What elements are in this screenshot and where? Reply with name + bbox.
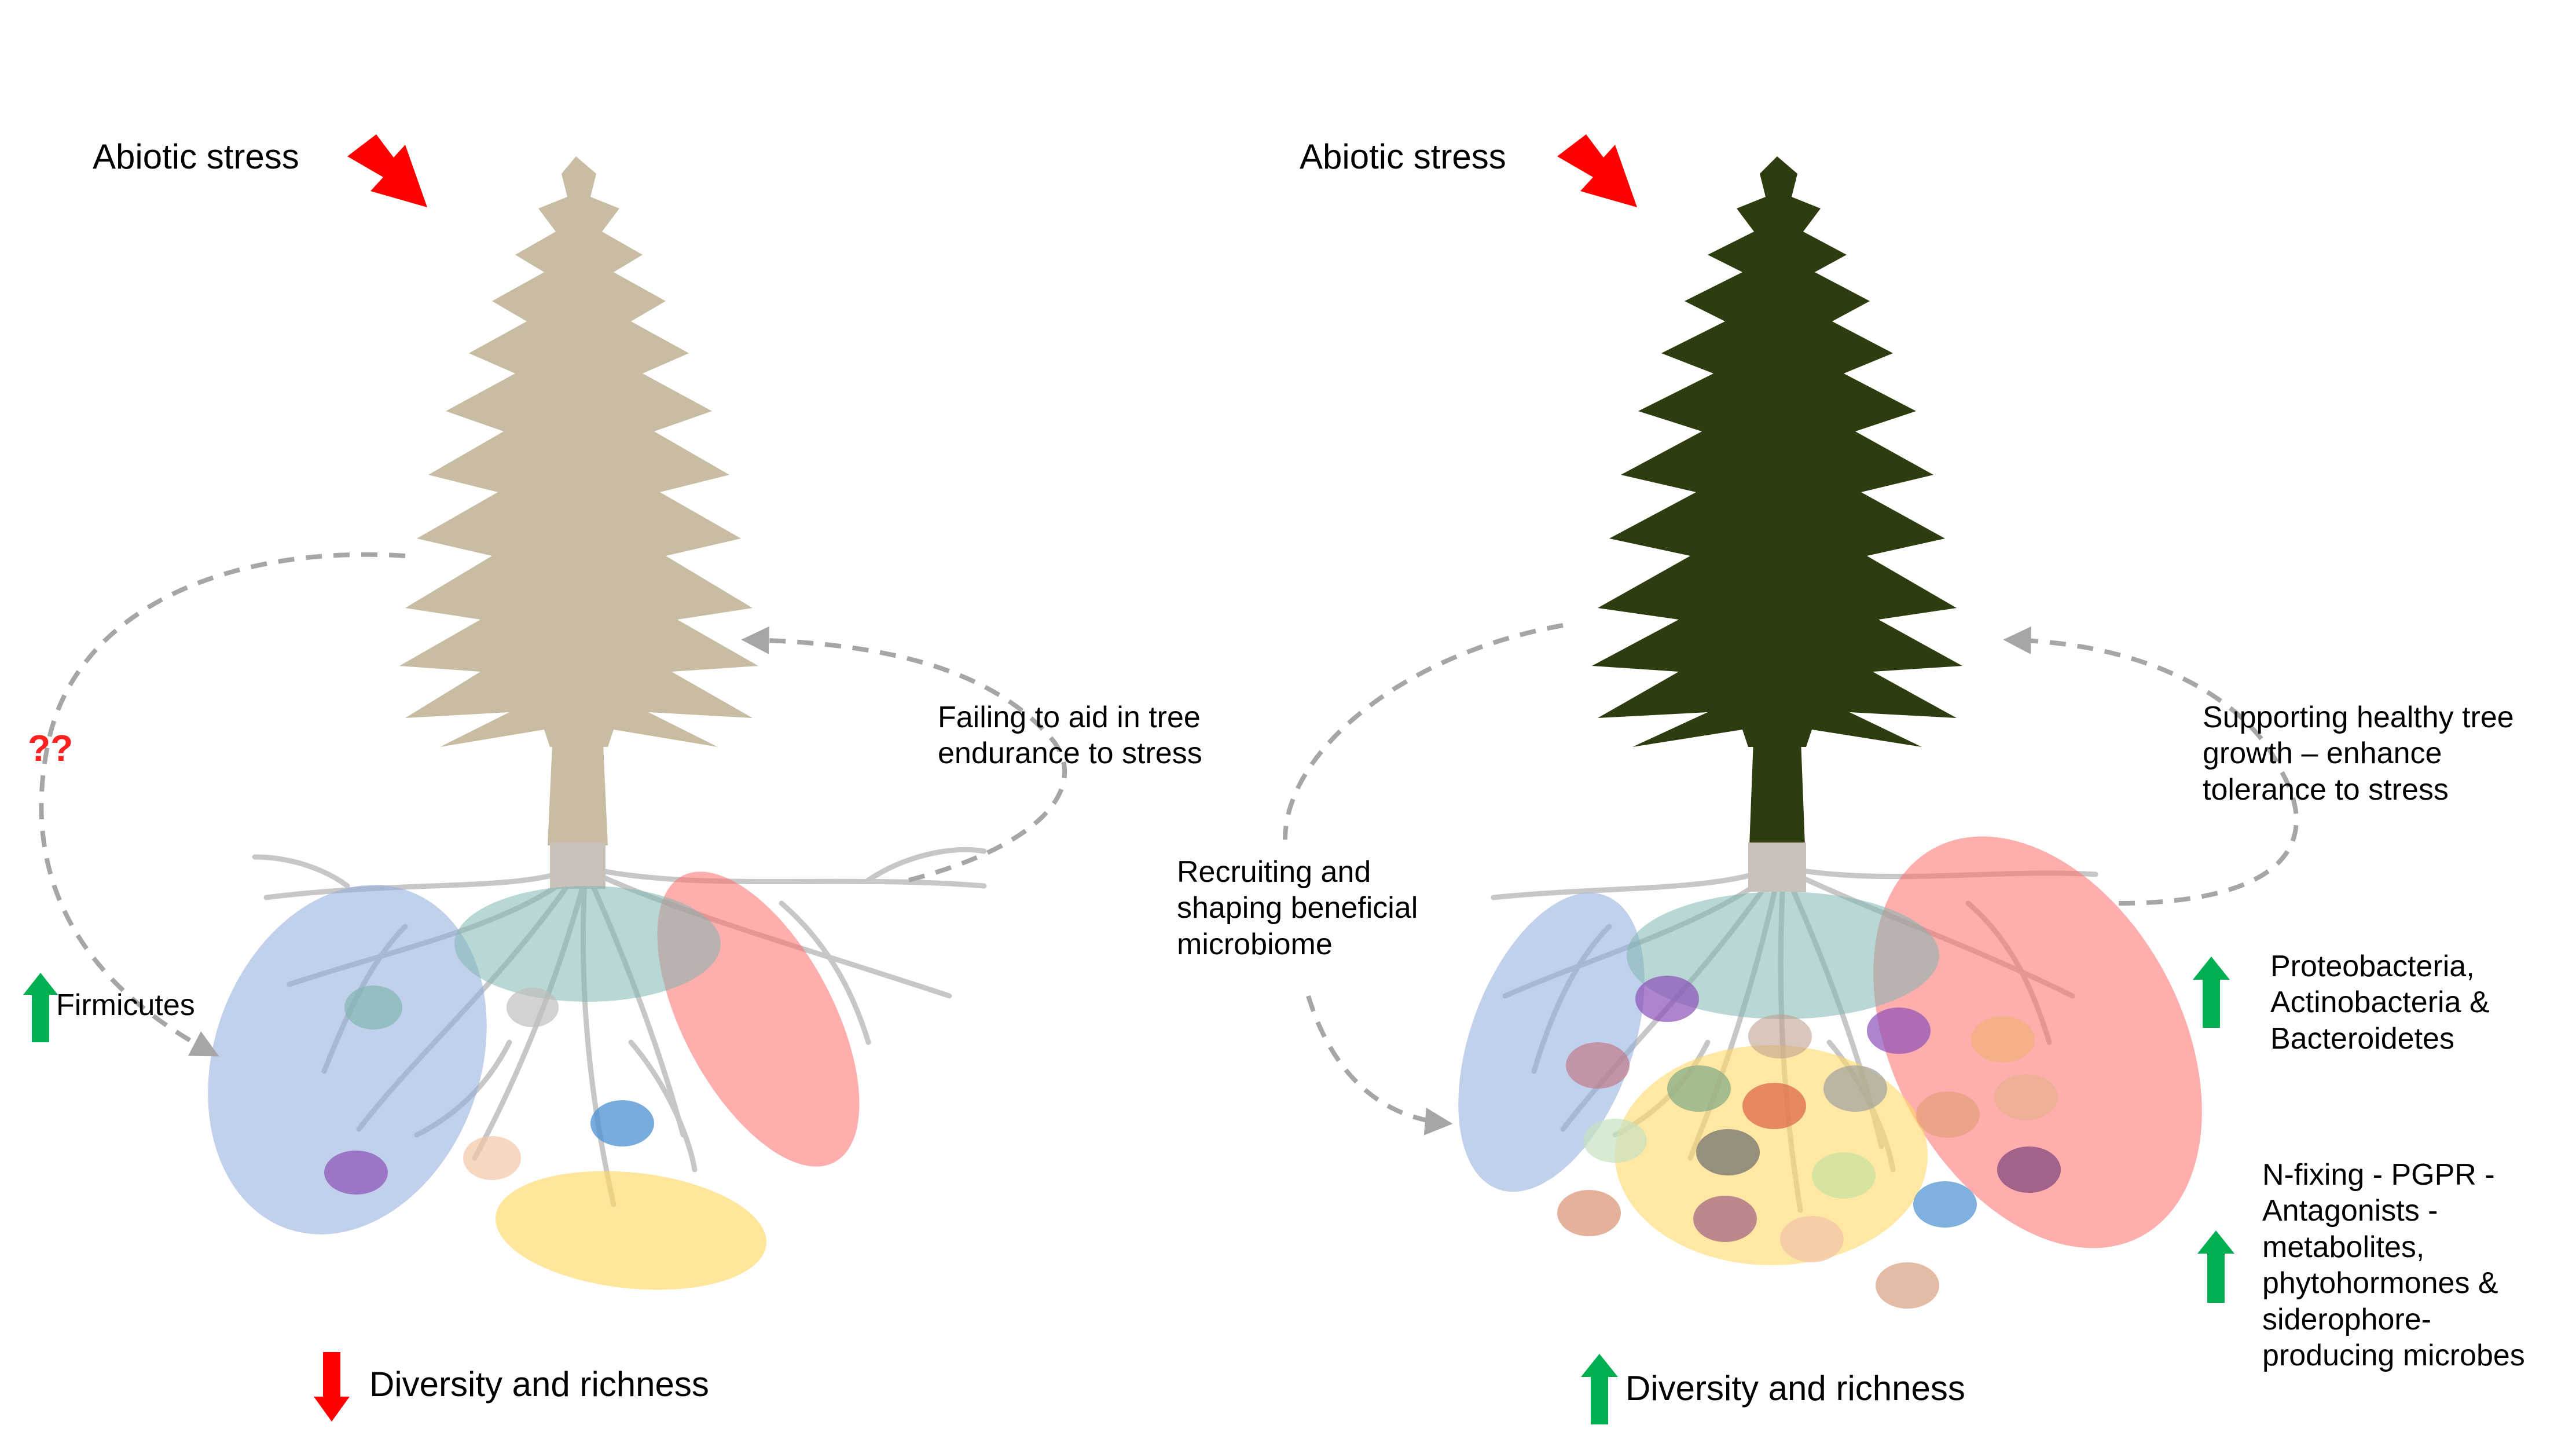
right-microbe-dot: [1971, 1016, 2035, 1063]
right-microbe-dot: [1693, 1196, 1757, 1242]
right-microbe-dot: [1780, 1216, 1844, 1262]
right-increase-label-1-line: Actinobacteria &: [2270, 986, 2490, 1020]
right-recruit-label: Recruiting and shaping beneficial microb…: [1177, 854, 1418, 962]
right-root-collar: [1748, 842, 1806, 892]
left-microbe-dot: [344, 986, 402, 1030]
right-dashed-arrow-feedback: [2003, 626, 2299, 906]
left-microbe-dot: [463, 1136, 521, 1180]
left-tree-crown: [399, 156, 758, 747]
left-root-collar: [550, 842, 606, 889]
right-increase-label-2-line: Antagonists -: [2262, 1194, 2438, 1228]
left-feedback-label-line: Failing to aid in tree: [938, 701, 1201, 734]
left-microbe-dot: [324, 1151, 388, 1195]
right-microbe-dot: [1667, 1065, 1731, 1112]
right-increase-label-2-line: phytohormones &: [2262, 1266, 2498, 1301]
right-feedback-label-line: tolerance to stress: [2203, 772, 2449, 807]
right-microbe-dot: [1557, 1190, 1621, 1236]
right-increase-arrow-2: [2197, 1230, 2234, 1303]
right-cluster-blue: [1458, 892, 1645, 1192]
right-microbe-dot: [1748, 1014, 1812, 1058]
right-microbe-dot: [1812, 1152, 1876, 1199]
left-feedback-label-line: endurance to stress: [938, 737, 1202, 771]
left-question-marks: ??: [28, 727, 74, 769]
left-panel: [23, 134, 1067, 1422]
left-dashed-arrow-outer: [39, 552, 406, 1057]
left-cluster-teal: [454, 886, 721, 1002]
left-dashed-arrow-feedback: [741, 626, 1067, 882]
left-microbe-clusters: [208, 871, 860, 1290]
right-recruit-label-line: Recruiting and: [1177, 855, 1371, 889]
right-panel: [1283, 134, 2299, 1424]
right-feedback-label: Supporting healthy tree growth – enhance…: [2203, 699, 2514, 808]
right-increase-arrow-1: [2193, 957, 2230, 1028]
right-recruit-label-line: shaping beneficial: [1177, 891, 1418, 925]
right-cluster-teal: [1627, 892, 1939, 1019]
left-bottom-label: Diversity and richness: [369, 1365, 709, 1404]
right-microbe-dot: [1823, 1065, 1887, 1112]
right-tree-crown: [1592, 156, 1962, 747]
right-increase-label-2-line: N-fixing - PGPR -: [2262, 1158, 2495, 1192]
right-dashed-arrow-recruit: [1283, 623, 1564, 840]
right-increase-label-2: N-fixing - PGPR - Antagonists - metaboli…: [2262, 1157, 2525, 1373]
right-increase-label-2-line: producing microbes: [2262, 1338, 2525, 1372]
right-microbe-dot: [1742, 1083, 1806, 1129]
left-cluster-yellow: [496, 1171, 766, 1290]
right-microbe-dot: [1696, 1129, 1760, 1175]
right-cluster-red: [1873, 836, 2202, 1248]
right-microbe-dot: [1997, 1146, 2061, 1193]
left-feedback-label: Failing to aid in tree endurance to stre…: [938, 699, 1202, 772]
right-microbe-dot: [1913, 1181, 1977, 1228]
left-decrease-arrow: [314, 1352, 350, 1422]
right-feedback-label-line: growth – enhance: [2203, 737, 2442, 771]
left-stress-arrow: [347, 134, 427, 207]
right-increase-label-1: Proteobacteria, Actinobacteria & Bactero…: [2270, 948, 2490, 1057]
left-microbe-dot: [590, 1100, 654, 1146]
right-microbe-dot: [1566, 1042, 1630, 1089]
right-increase-arrow-diversity: [1581, 1354, 1618, 1424]
right-microbe-dot: [1916, 1091, 1980, 1138]
right-bottom-label: Diversity and richness: [1625, 1369, 1965, 1408]
right-microbe-dot: [1583, 1119, 1647, 1163]
right-stress-label: Abiotic stress: [1300, 137, 1506, 176]
right-recruit-label-line: microbiome: [1177, 927, 1333, 961]
right-feedback-label-line: Supporting healthy tree: [2203, 701, 2514, 734]
right-increase-label-1-line: Bacteroidetes: [2270, 1021, 2454, 1056]
right-microbe-dot: [1635, 976, 1699, 1022]
right-microbe-dot: [1994, 1074, 2058, 1120]
left-stress-label: Abiotic stress: [93, 137, 299, 176]
left-microbe-dot: [507, 988, 559, 1027]
right-stress-arrow: [1557, 134, 1637, 207]
right-dashed-arrow-recruit-lower: [1306, 995, 1453, 1135]
right-microbe-dot: [1867, 1008, 1931, 1054]
left-increase-arrow: [23, 973, 58, 1042]
right-increase-label-2-line: siderophore-: [2262, 1302, 2431, 1336]
left-increase-label: Firmicutes: [56, 988, 195, 1022]
right-microbe-dot: [1876, 1262, 1939, 1309]
right-microbe-clusters: [1458, 836, 2202, 1309]
right-increase-label-2-line: metabolites,: [2262, 1230, 2425, 1264]
left-cluster-blue: [208, 885, 487, 1234]
right-increase-label-1-line: Proteobacteria,: [2270, 950, 2475, 983]
